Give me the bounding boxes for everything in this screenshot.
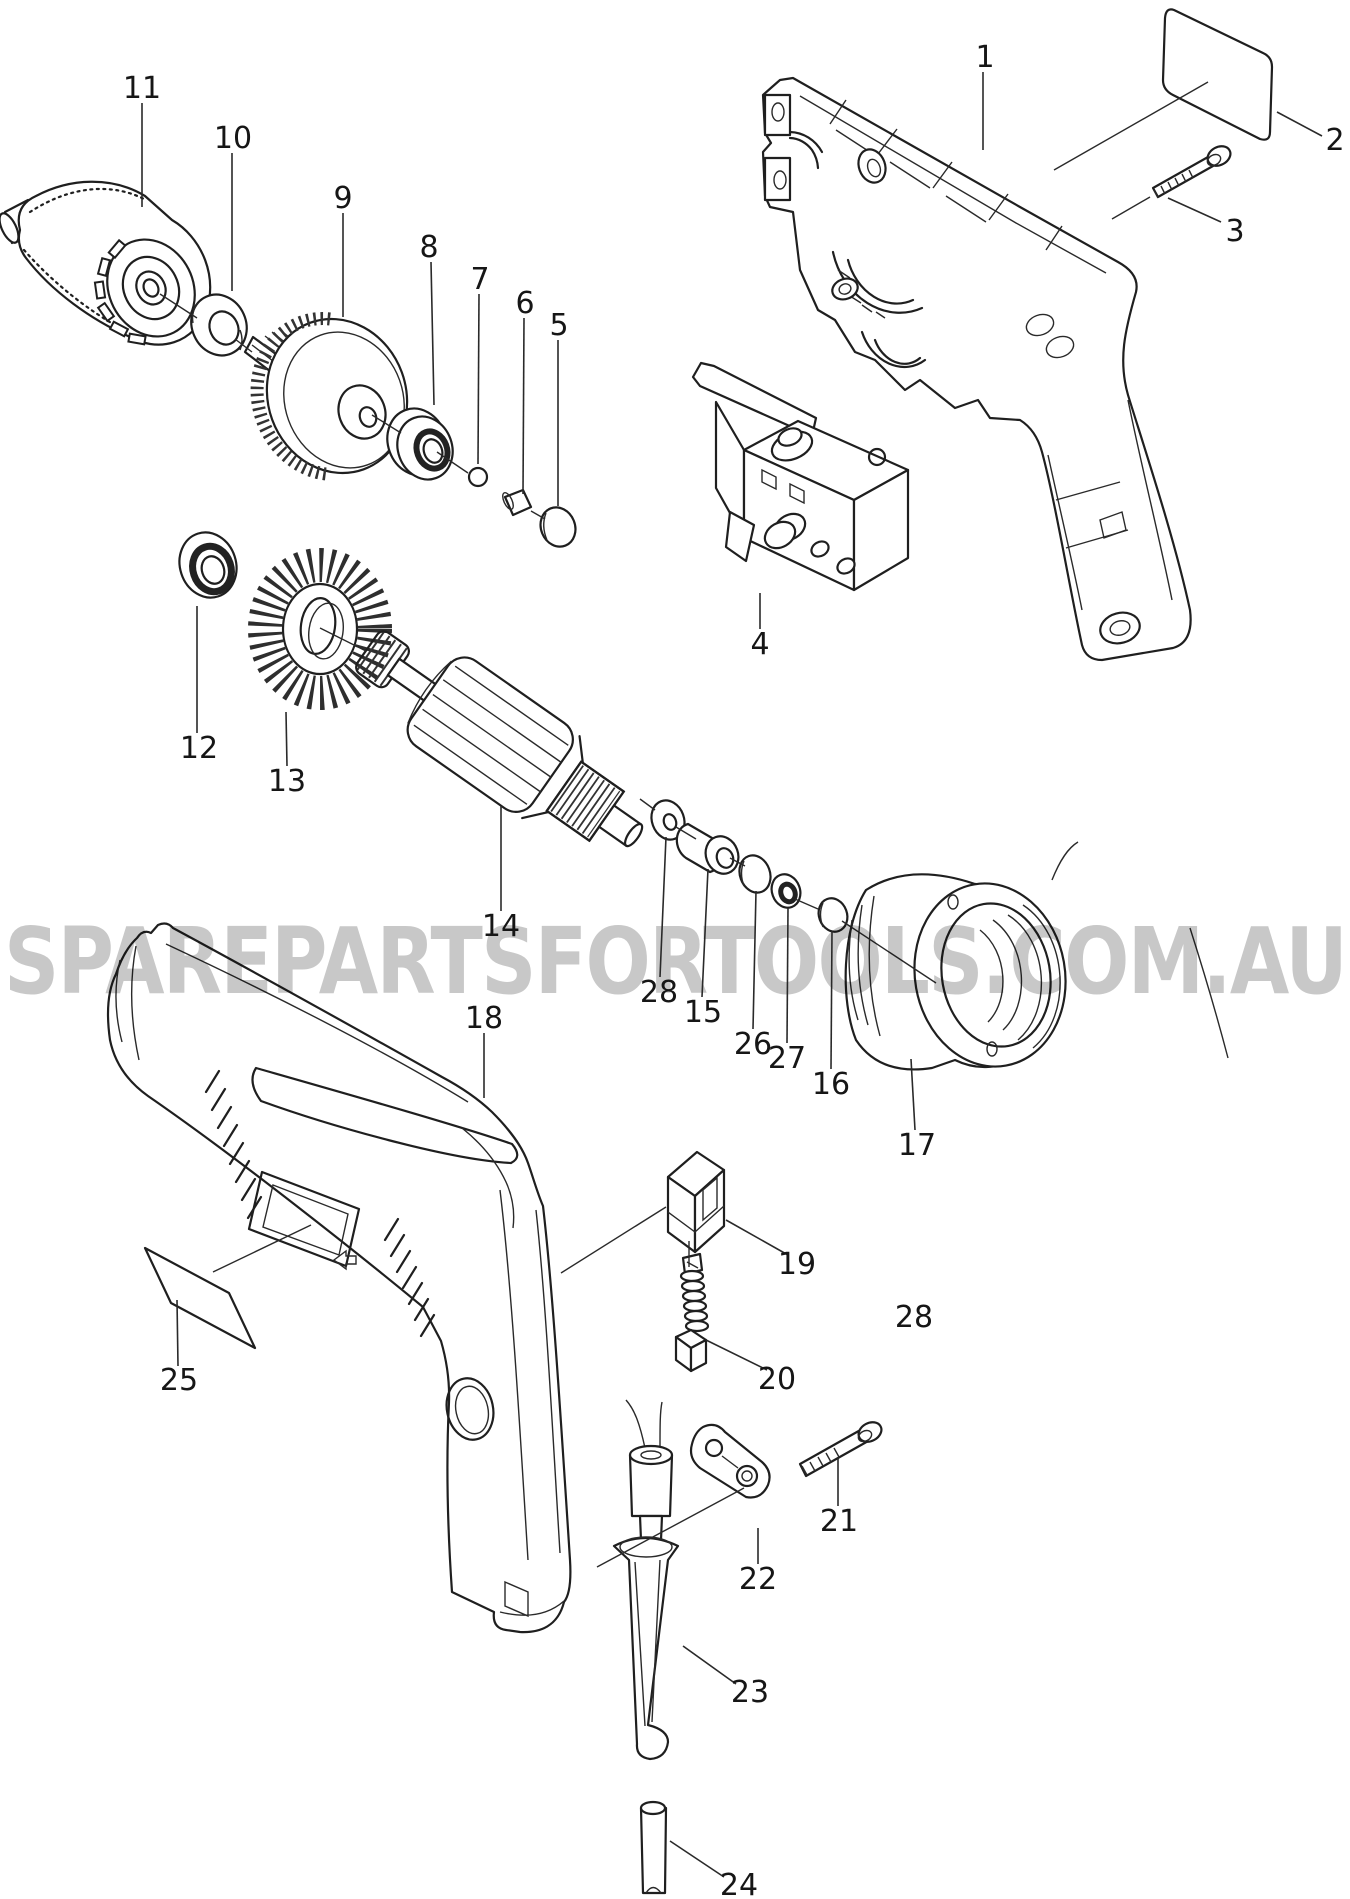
part-number-label-22: 22: [739, 1562, 777, 1597]
leader-line-17: [910, 1058, 916, 1131]
part-number-label-20: 20: [758, 1362, 796, 1397]
part-number-label-13: 13: [268, 764, 306, 799]
part-spacer-ring: [190, 293, 248, 357]
part-label-sticker: [143, 1246, 257, 1350]
part-fan: [248, 548, 392, 710]
leader-line-3: [1167, 197, 1222, 223]
part-steel-ball: [467, 466, 489, 488]
part-number-label-2: 2: [1325, 123, 1344, 158]
part-name-plate: [1161, 8, 1274, 141]
part-armature: [355, 630, 644, 848]
part-field-stator: [844, 841, 1229, 1071]
part-number-label-14: 14: [482, 909, 520, 944]
part-number-label-26: 26: [734, 1027, 772, 1062]
part-number-label-18: 18: [465, 1001, 503, 1036]
leader-line-25: [176, 1299, 179, 1367]
leader-line-6: [522, 317, 525, 495]
part-cap: [539, 506, 577, 548]
leader-line-13: [285, 711, 288, 767]
watermark-text: SPAREPARTSFORTOOLS.COM.AU: [4, 908, 1346, 1015]
part-number-label-3: 3: [1225, 214, 1244, 249]
part-number-label-15: 15: [684, 995, 722, 1030]
part-wave-washer-26: [738, 854, 772, 894]
part-pin: [502, 488, 533, 517]
leader-line-2: [1276, 111, 1323, 137]
part-number-label-28: 28: [895, 1300, 933, 1335]
part-chuck: [0, 180, 212, 346]
leader-line-28: [659, 836, 667, 978]
leader-line-16: [830, 930, 833, 1070]
part-carbon-brush: [674, 1252, 710, 1373]
part-insulator-disc-16: [817, 897, 849, 933]
part-gear: [250, 312, 409, 481]
leader-line-27: [786, 907, 789, 1044]
leader-line-23: [682, 1645, 737, 1685]
part-bearing-rear: [178, 531, 238, 599]
leader-line-15: [701, 868, 709, 998]
part-number-label-23: 23: [731, 1675, 769, 1710]
part-number-label-27: 27: [768, 1041, 806, 1076]
part-flat-washer-28: [650, 799, 686, 841]
part-number-label-28: 28: [640, 975, 678, 1010]
assembly-lines: [159, 81, 1209, 1568]
part-number-label-7: 7: [470, 262, 489, 297]
part-number-label-4: 4: [750, 627, 769, 662]
part-switch: [691, 361, 910, 592]
part-drill-body: [106, 922, 572, 1634]
part-number-label-16: 16: [812, 1067, 850, 1102]
leader-line-7: [477, 293, 480, 465]
part-screw-clamp: [798, 1421, 883, 1478]
part-number-label-17: 17: [898, 1128, 936, 1163]
leader-line-8: [430, 261, 435, 406]
part-number-label-24: 24: [720, 1868, 758, 1899]
part-number-label-25: 25: [160, 1363, 198, 1398]
part-power-cord: [639, 1800, 668, 1895]
leader-line-20: [705, 1339, 768, 1371]
part-cord-guard: [612, 1399, 680, 1761]
part-number-label-12: 12: [180, 731, 218, 766]
part-number-label-6: 6: [515, 286, 534, 321]
leader-lines: [141, 72, 1323, 1878]
leader-line-26: [752, 890, 757, 1030]
part-number-label-8: 8: [419, 230, 438, 265]
part-housing: [761, 76, 1192, 662]
leader-line-19: [725, 1219, 789, 1256]
part-labels: 1234567891011121314151617181920212223242…: [123, 40, 1345, 1899]
part-bearing-front: [386, 407, 454, 481]
part-number-label-21: 21: [820, 1504, 858, 1539]
part-bearing-15: [675, 822, 740, 875]
part-brush-holder: [666, 1150, 726, 1254]
part-number-label-19: 19: [778, 1247, 816, 1282]
part-number-label-11: 11: [123, 71, 161, 106]
part-cord-clamp: [689, 1423, 771, 1499]
part-screw-housing: [1151, 145, 1232, 199]
part-number-label-5: 5: [549, 308, 568, 343]
part-washer-27: [770, 873, 802, 909]
part-number-label-10: 10: [214, 121, 252, 156]
leader-line-24: [669, 1840, 725, 1878]
part-number-label-9: 9: [333, 181, 352, 216]
part-number-label-1: 1: [975, 40, 994, 75]
